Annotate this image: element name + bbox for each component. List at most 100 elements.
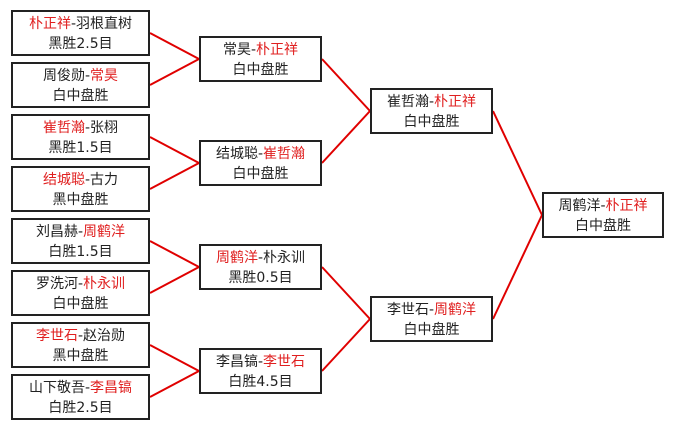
bracket-connector xyxy=(149,344,200,372)
round3-match-box: 李世石-周鹤洋白中盘胜 xyxy=(370,296,493,342)
player-name: 山下敬吾 xyxy=(28,380,85,396)
bracket-connector xyxy=(149,136,200,164)
separator: - xyxy=(257,146,264,162)
round2-match-box: 周鹤洋-朴永训黑胜0.5目 xyxy=(199,244,322,290)
separator: - xyxy=(428,94,435,110)
match-result: 白胜4.5目 xyxy=(228,374,293,390)
player-name: 羽根直树 xyxy=(76,16,133,32)
match-players: 李昌镐-李世石 xyxy=(201,352,320,372)
round1-match-box: 李世石-赵治勋黑中盘胜 xyxy=(11,322,150,368)
player-name: 张栩 xyxy=(90,120,119,136)
final-match-box: 周鹤洋-朴正祥白中盘胜 xyxy=(542,192,664,238)
round1-match-box: 山下敬吾-李昌镐白胜2.5目 xyxy=(11,374,150,420)
match-result: 黑中盘胜 xyxy=(52,348,109,364)
match-players: 朴正祥-羽根直树 xyxy=(13,14,148,34)
bracket-connector xyxy=(321,318,371,372)
separator: - xyxy=(77,328,84,344)
separator: - xyxy=(77,276,84,292)
player-name: 罗洗河 xyxy=(35,276,78,292)
match-players: 山下敬吾-李昌镐 xyxy=(13,378,148,398)
player-name: 周鹤洋 xyxy=(434,302,477,318)
match-result: 白中盘胜 xyxy=(575,218,631,234)
separator: - xyxy=(84,172,91,188)
bracket-connector xyxy=(149,266,200,294)
round1-match-box: 朴正祥-羽根直树黑胜2.5目 xyxy=(11,10,150,56)
bracket-connector xyxy=(321,266,371,320)
separator: - xyxy=(84,380,91,396)
match-players: 刘昌赫-周鹤洋 xyxy=(13,222,148,242)
match-result: 黑胜2.5目 xyxy=(48,36,113,52)
separator: - xyxy=(257,250,264,266)
match-result: 白胜1.5目 xyxy=(48,244,113,260)
separator: - xyxy=(250,42,257,58)
separator: - xyxy=(428,302,435,318)
match-result: 黑胜0.5目 xyxy=(228,270,293,286)
player-name: 常昊 xyxy=(90,68,119,84)
match-players: 崔哲瀚-朴正祥 xyxy=(372,92,491,112)
separator: - xyxy=(77,224,84,240)
bracket-connector xyxy=(492,214,543,320)
match-result: 黑中盘胜 xyxy=(52,192,109,208)
player-name: 朴正祥 xyxy=(434,94,477,110)
bracket-connector xyxy=(321,58,371,112)
match-result: 白胜2.5目 xyxy=(48,400,113,416)
player-name: 崔哲瀚 xyxy=(263,146,306,162)
player-name: 刘昌赫 xyxy=(35,224,78,240)
player-name: 常昊 xyxy=(222,42,251,58)
player-name: 李世石 xyxy=(35,328,78,344)
separator: - xyxy=(600,198,606,214)
round2-match-box: 李昌镐-李世石白胜4.5目 xyxy=(199,348,322,394)
player-name: 周俊勋 xyxy=(42,68,85,84)
player-name: 周鹤洋 xyxy=(215,250,258,266)
bracket-connector xyxy=(149,240,200,268)
player-name: 李昌镐 xyxy=(215,354,258,370)
match-players: 李世石-赵治勋 xyxy=(13,326,148,346)
bracket-connector xyxy=(492,110,543,216)
player-name: 朴永训 xyxy=(263,250,306,266)
round1-match-box: 罗洗河-朴永训白中盘胜 xyxy=(11,270,150,316)
round1-match-box: 结城聪-古力黑中盘胜 xyxy=(11,166,150,212)
match-result: 白中盘胜 xyxy=(403,114,460,130)
player-name: 朴正祥 xyxy=(28,16,71,32)
player-name: 李世石 xyxy=(263,354,306,370)
match-players: 崔哲瀚-张栩 xyxy=(13,118,148,138)
match-result: 白中盘胜 xyxy=(52,296,109,312)
match-players: 常昊-朴正祥 xyxy=(201,40,320,60)
round2-match-box: 结城聪-崔哲瀚白中盘胜 xyxy=(199,140,322,186)
bracket-connector xyxy=(149,58,200,86)
bracket-connector xyxy=(149,370,200,398)
bracket-connector xyxy=(149,162,200,190)
separator: - xyxy=(84,68,91,84)
player-name: 朴正祥 xyxy=(256,42,299,58)
round1-match-box: 周俊勋-常昊白中盘胜 xyxy=(11,62,150,108)
match-players: 结城聪-崔哲瀚 xyxy=(201,144,320,164)
match-players: 周鹤洋-朴正祥 xyxy=(544,196,662,216)
round1-match-box: 刘昌赫-周鹤洋白胜1.5目 xyxy=(11,218,150,264)
player-name: 朴永训 xyxy=(83,276,126,292)
player-name: 周鹤洋 xyxy=(558,198,601,214)
player-name: 结城聪 xyxy=(42,172,85,188)
match-result: 白中盘胜 xyxy=(52,88,109,104)
player-name: 李昌镐 xyxy=(90,380,133,396)
separator: - xyxy=(257,354,264,370)
round1-match-box: 崔哲瀚-张栩黑胜1.5目 xyxy=(11,114,150,160)
match-result: 黑胜1.5目 xyxy=(48,140,113,156)
round3-match-box: 崔哲瀚-朴正祥白中盘胜 xyxy=(370,88,493,134)
bracket-connector xyxy=(149,32,200,60)
match-players: 罗洗河-朴永训 xyxy=(13,274,148,294)
player-name: 结城聪 xyxy=(215,146,258,162)
player-name: 朴正祥 xyxy=(605,198,648,214)
match-result: 白中盘胜 xyxy=(403,322,460,338)
player-name: 李世石 xyxy=(386,302,429,318)
match-players: 结城聪-古力 xyxy=(13,170,148,190)
match-players: 李世石-周鹤洋 xyxy=(372,300,491,320)
match-players: 周俊勋-常昊 xyxy=(13,66,148,86)
player-name: 古力 xyxy=(90,172,119,188)
player-name: 崔哲瀚 xyxy=(386,94,429,110)
player-name: 崔哲瀚 xyxy=(42,120,85,136)
match-result: 白中盘胜 xyxy=(232,166,289,182)
match-players: 周鹤洋-朴永训 xyxy=(201,248,320,268)
bracket-connector xyxy=(321,110,371,164)
separator: - xyxy=(84,120,91,136)
